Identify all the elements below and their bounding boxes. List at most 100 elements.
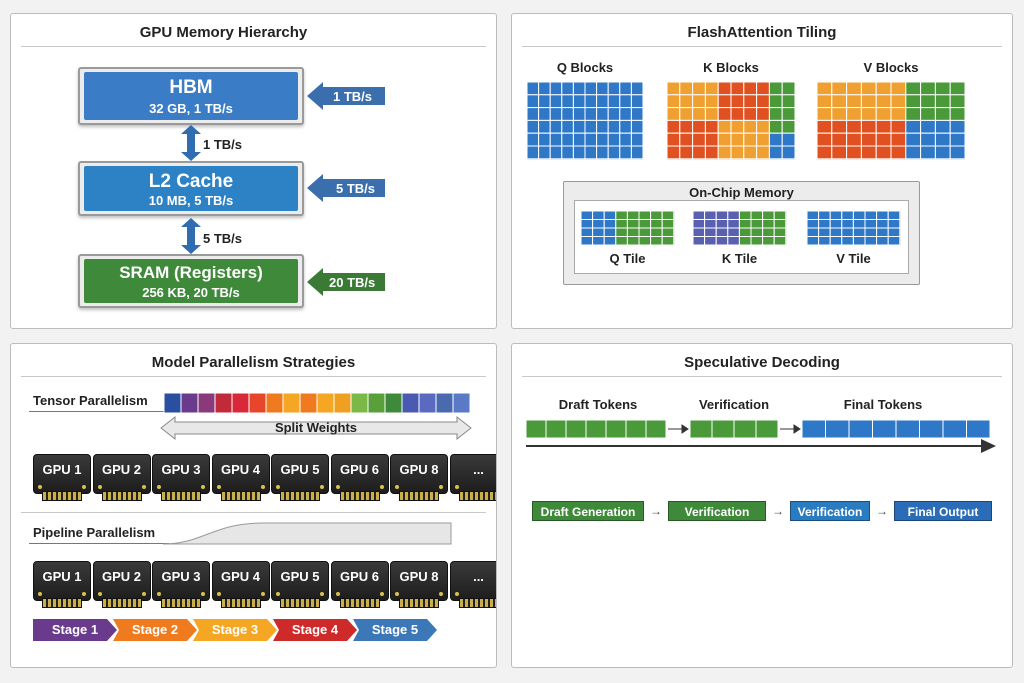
grid-cell — [890, 94, 907, 109]
gpu-indicator — [335, 592, 340, 596]
grid-cell — [831, 119, 848, 134]
grid-cell — [538, 145, 551, 160]
weight-segment — [180, 392, 199, 414]
flow-arrow-icon: → — [772, 504, 784, 518]
hbm-l2-link-arrow — [181, 125, 201, 161]
grid-cell — [584, 132, 598, 147]
grid-cell — [773, 219, 787, 229]
gpu-indicator — [335, 485, 340, 489]
gpu-connector — [220, 491, 261, 501]
grid-cell — [561, 81, 574, 96]
gpu-indicator — [141, 485, 146, 489]
grid-cell — [666, 107, 681, 121]
token-sequence — [525, 419, 996, 453]
grid-cell — [572, 81, 586, 96]
final-token — [919, 419, 944, 439]
draft-token — [625, 419, 647, 439]
sram-box: SRAM (Registers) 256 KB, 20 TB/s — [78, 254, 304, 308]
gpu-label: GPU 3 — [161, 462, 201, 477]
grid-cell — [650, 219, 663, 229]
timeline-arrow-icon — [526, 439, 996, 453]
gpu-connector — [101, 598, 142, 608]
grid-cell — [615, 219, 628, 229]
grid-cell — [603, 210, 617, 220]
grid-cell — [816, 119, 833, 134]
grid-cell — [692, 236, 706, 246]
grid-cell — [704, 219, 717, 229]
grid-cell — [526, 119, 540, 134]
gpu-label: GPU 6 — [339, 569, 379, 584]
grid-cell — [887, 227, 901, 237]
gpu-chip: GPU 1 — [33, 454, 91, 501]
gpu-indicator — [82, 485, 86, 489]
gpu-chip: GPU 3 — [152, 454, 210, 501]
grid-cell — [630, 119, 644, 134]
grid-cell — [743, 107, 758, 121]
gpu-indicator — [439, 592, 443, 596]
final-token — [825, 419, 850, 439]
grid-cell — [816, 145, 833, 160]
flow-step: Draft Generation — [532, 501, 644, 521]
final-token — [848, 419, 873, 439]
grid-cell — [875, 81, 892, 96]
pipeline-stage: Stage 5 — [353, 619, 437, 641]
grid-cell — [829, 227, 843, 237]
gpu-indicator — [201, 592, 205, 596]
grid-cell — [831, 145, 848, 160]
grid-cell — [846, 119, 862, 134]
grid-cell — [619, 81, 632, 96]
grid-cell — [592, 210, 605, 220]
weight-segment — [350, 392, 369, 414]
grid-cell — [829, 210, 843, 220]
grid-cell — [626, 219, 640, 229]
grid-cell — [584, 119, 598, 134]
gpu-indicator — [379, 592, 384, 596]
grid-cell — [831, 81, 848, 96]
grid-cell — [638, 210, 652, 220]
grid-cell — [756, 119, 770, 134]
grid-cell — [846, 132, 862, 147]
grid-cell — [526, 81, 540, 96]
grid-cell — [816, 94, 833, 109]
grid-cell — [730, 81, 745, 96]
grid-cell — [949, 145, 966, 160]
grid-cell — [607, 145, 621, 160]
grid-cell — [549, 145, 563, 160]
more-gpus-chip: ... — [449, 454, 496, 501]
grid-cell — [715, 227, 729, 237]
grid-cell — [818, 219, 831, 229]
split-weights-label: Split Weights — [274, 420, 358, 435]
grid-cell — [905, 132, 922, 147]
gpu-indicator — [157, 592, 161, 596]
title-divider — [522, 46, 1002, 47]
l2-sram-link-arrow — [181, 218, 201, 254]
tensor-parallelism-label: Tensor Parallelism — [33, 393, 148, 408]
weight-segment — [248, 392, 267, 414]
grid-cell — [661, 219, 675, 229]
gpu-indicator — [320, 592, 324, 596]
grid-cell — [619, 94, 632, 109]
pipeline-stage: Stage 3 — [193, 619, 277, 641]
grid-cell — [727, 219, 740, 229]
gpu-indicator — [201, 485, 205, 489]
grid-cell — [526, 107, 540, 121]
hbm-bandwidth-arrow-icon — [307, 82, 385, 110]
grid-cell — [934, 132, 951, 147]
grid-cell — [949, 94, 966, 109]
verified-token — [733, 419, 757, 439]
grid-cell — [607, 132, 621, 147]
gpu-indicator — [276, 592, 280, 596]
gpu-indicator — [454, 485, 459, 489]
grid-cell — [526, 145, 540, 160]
grid-cell — [717, 145, 732, 160]
flow-step: Verification — [790, 501, 870, 521]
grid-cell — [561, 107, 574, 121]
draft-token — [605, 419, 627, 439]
gpu-indicator — [260, 592, 265, 596]
grid-cell — [626, 227, 640, 237]
gpu-connector — [161, 598, 201, 608]
grid-cell — [596, 145, 609, 160]
grid-cell — [572, 145, 586, 160]
grid-cell — [846, 81, 862, 96]
gpu-indicator — [97, 592, 102, 596]
